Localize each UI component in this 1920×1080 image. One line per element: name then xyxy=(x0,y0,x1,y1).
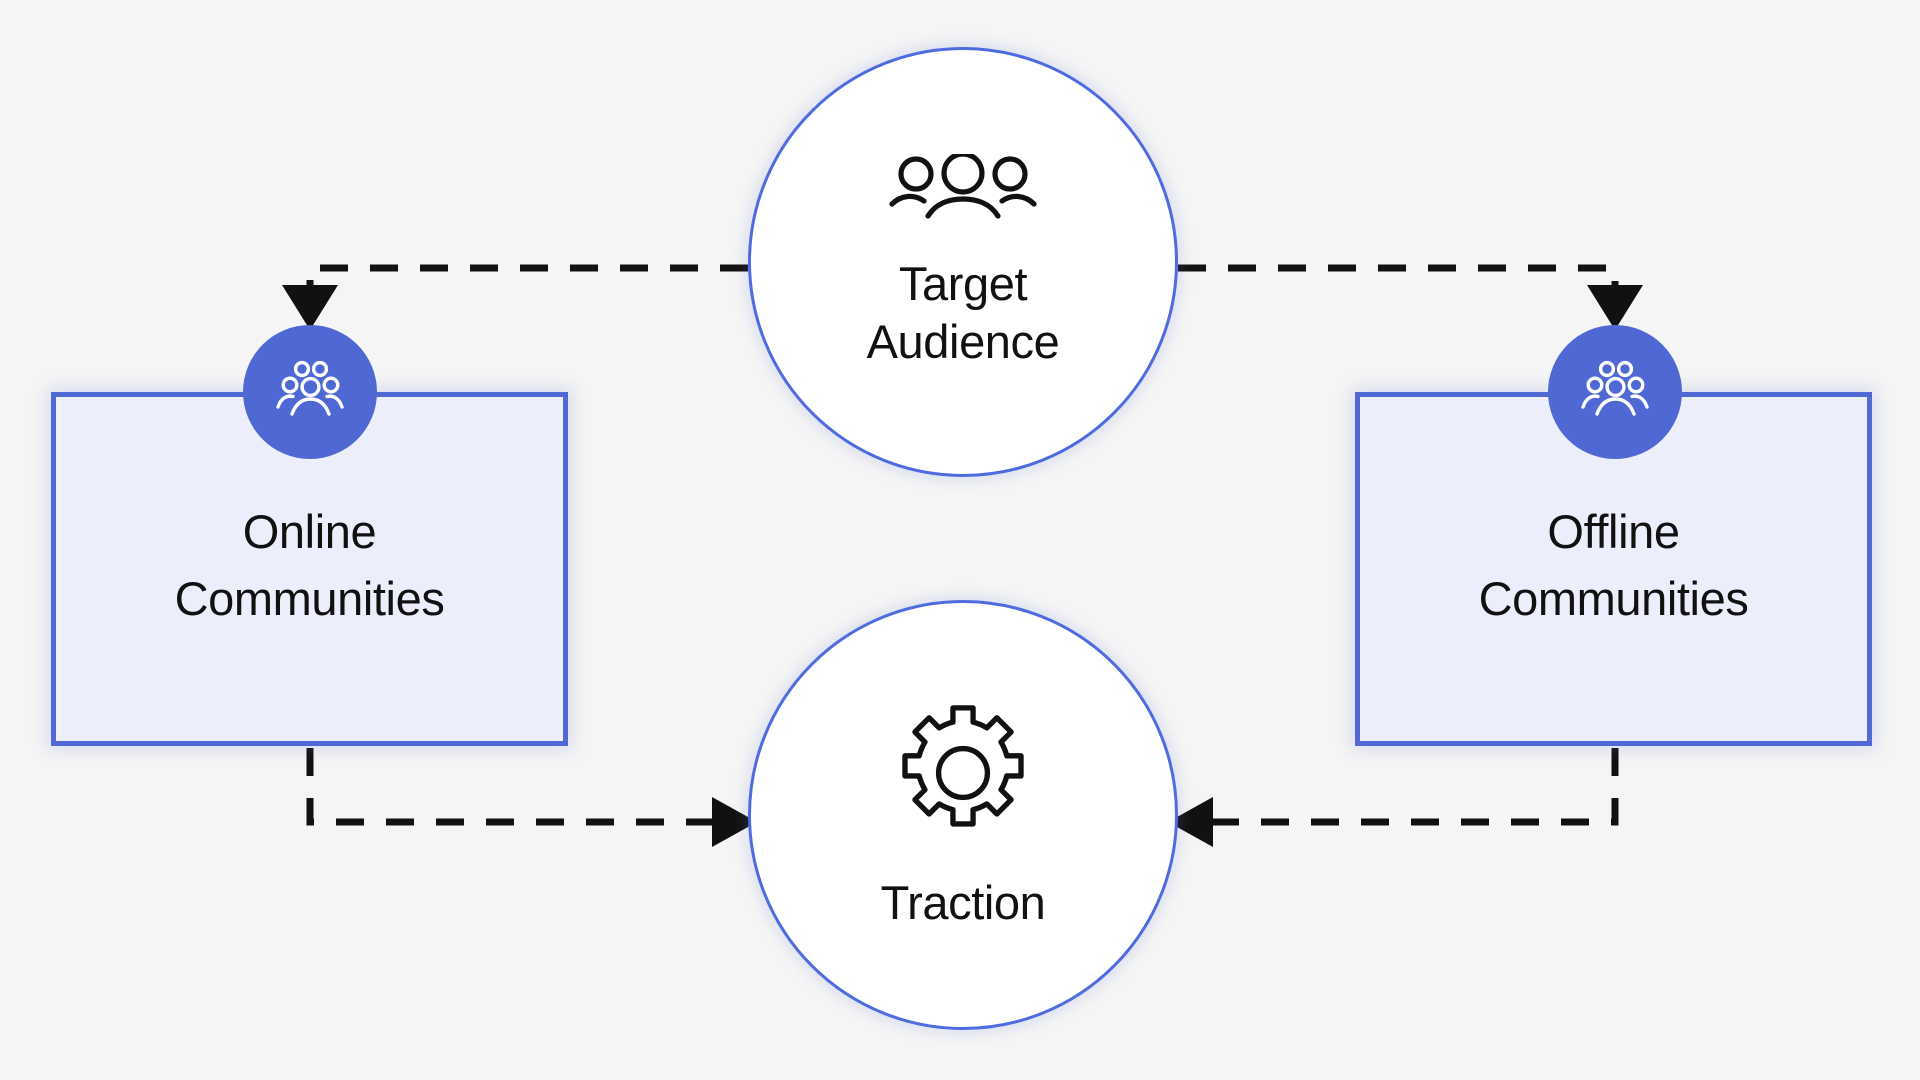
gear-outline-icon xyxy=(889,699,1037,852)
node-target-audience[interactable]: Target Audience xyxy=(748,47,1178,477)
badge-online-communities[interactable] xyxy=(243,325,377,459)
node-label: Target Audience xyxy=(866,257,1060,368)
people-group-solid-icon xyxy=(275,359,345,426)
node-traction[interactable]: Traction xyxy=(748,600,1178,1030)
node-label: Traction xyxy=(880,875,1046,929)
edge-target-audience-to-offline-communities xyxy=(1178,264,1643,330)
edge-online-communities-to-traction xyxy=(306,748,757,847)
node-label: Offline Communities xyxy=(1478,505,1749,625)
badge-offline-communities[interactable] xyxy=(1548,325,1682,459)
node-label: Online Communities xyxy=(174,505,445,625)
people-group-outline-icon xyxy=(888,151,1038,233)
people-group-solid-icon xyxy=(1580,359,1650,426)
edge-target-audience-to-online-communities xyxy=(282,264,748,330)
edge-offline-communities-to-traction xyxy=(1168,748,1619,847)
